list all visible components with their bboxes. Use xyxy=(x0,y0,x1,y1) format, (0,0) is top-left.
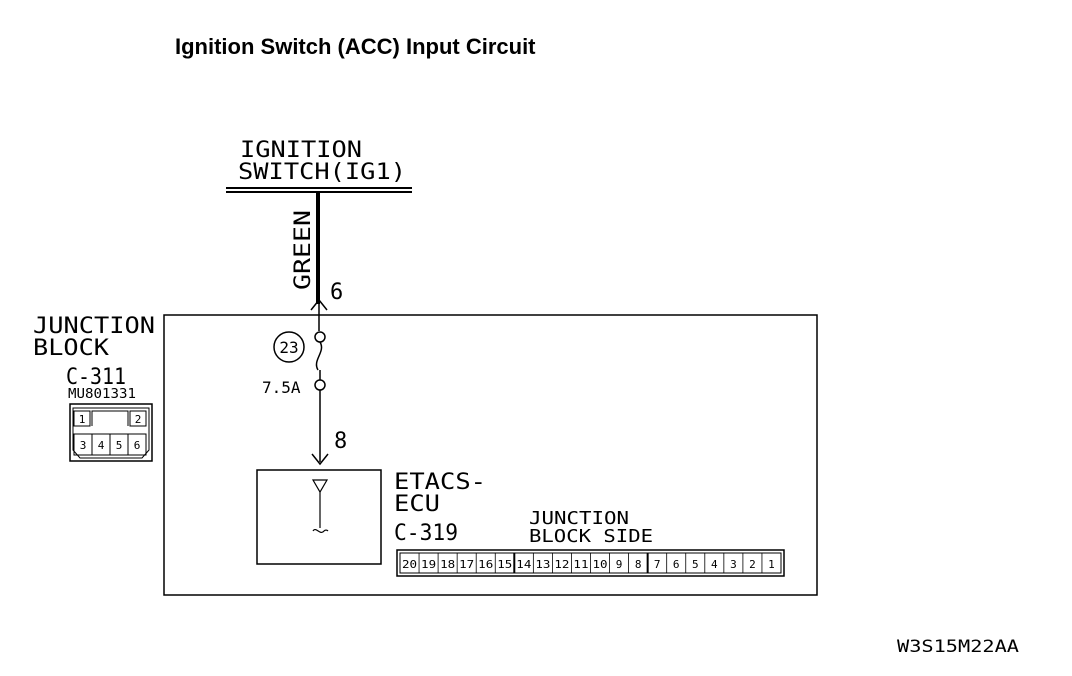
connector-pin-15: 15 xyxy=(497,558,512,571)
connector-pin-6: 6 xyxy=(673,558,680,571)
etacs-input-symbol xyxy=(311,479,329,494)
ignition-switch-label-line1: IGNITION xyxy=(240,138,362,163)
pin-8-connector-arrow xyxy=(311,453,329,466)
junction-block-part-number: MU801331 xyxy=(68,387,136,402)
fuse-symbol xyxy=(314,331,326,391)
fuse-rating: 7.5A xyxy=(262,378,301,397)
c311-connector-face xyxy=(69,403,153,462)
c311-pin-5: 5 xyxy=(116,439,123,452)
connector-pin-5: 5 xyxy=(692,558,699,571)
junction-block-side-line2: BLOCK SIDE xyxy=(529,526,653,547)
connector-pin-18: 18 xyxy=(440,558,455,571)
connector-pin-11: 11 xyxy=(573,558,588,571)
connector-pin-8: 8 xyxy=(635,558,642,571)
connector-pin-10: 10 xyxy=(593,558,608,571)
etacs-label-line1: ETACS- xyxy=(394,470,486,495)
connector-pin-17: 17 xyxy=(459,558,474,571)
junction-block-label-line1: JUNCTION xyxy=(33,314,155,339)
connector-pin-20: 20 xyxy=(402,558,417,571)
c311-pin-2: 2 xyxy=(135,413,142,426)
pin-8-label: 8 xyxy=(334,429,347,454)
connector-pin-16: 16 xyxy=(478,558,493,571)
pin-6-label: 6 xyxy=(330,280,343,305)
fuse-number-circle xyxy=(273,331,305,363)
junction-block-connector-label: C-311 xyxy=(66,365,126,390)
junction-block-side-line1: JUNCTION xyxy=(529,508,629,529)
connector-pin-19: 19 xyxy=(421,558,436,571)
etacs-connector-label: C-319 xyxy=(394,521,458,546)
connector-pin-9: 9 xyxy=(616,558,623,571)
c311-pin-1: 1 xyxy=(79,413,86,426)
junction-block-outline xyxy=(163,314,818,596)
etacs-ground-symbol xyxy=(312,528,329,534)
c311-pin-3: 3 xyxy=(80,439,87,452)
connector-pin-4: 4 xyxy=(711,558,718,571)
page-title: Ignition Switch (ACC) Input Circuit xyxy=(175,34,536,59)
pin-6-connector-arrow xyxy=(310,298,328,311)
etacs-label-line2: ECU xyxy=(394,492,440,517)
connector-pin-1: 1 xyxy=(768,558,775,571)
connector-pin-3: 3 xyxy=(730,558,737,571)
ignition-switch-label-line2: SWITCH(IG1) xyxy=(238,160,406,185)
connector-pin-14: 14 xyxy=(516,558,531,571)
connector-pin-7: 7 xyxy=(654,558,661,571)
connector-pin-12: 12 xyxy=(554,558,569,571)
fuse-number: 23 xyxy=(279,338,298,357)
figure-code: W3S15M22AA xyxy=(897,637,1019,657)
etacs-ecu-box xyxy=(256,469,382,565)
connector-pin-2: 2 xyxy=(749,558,756,571)
wire-color-label: GREEN xyxy=(291,210,316,290)
junction-block-label-line2: BLOCK xyxy=(33,336,110,361)
c311-pin-4: 4 xyxy=(98,439,105,452)
connector-pin-13: 13 xyxy=(535,558,550,571)
c311-pin-6: 6 xyxy=(134,439,141,452)
